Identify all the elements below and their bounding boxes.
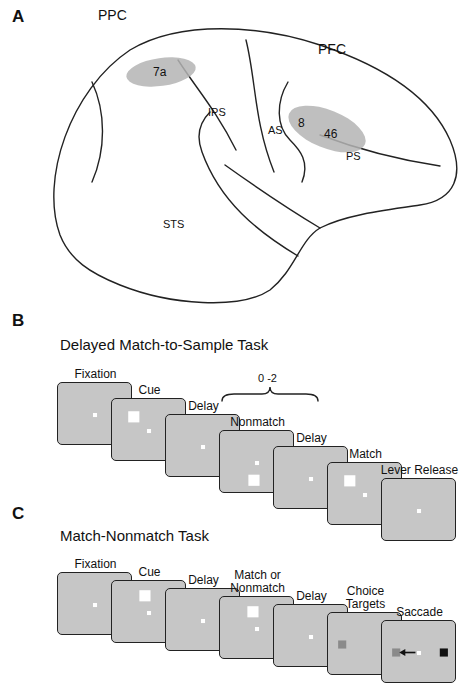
sulcus-name: AS: [268, 124, 283, 136]
screen-label: Delay: [161, 400, 247, 413]
area-label: 8: [298, 117, 305, 129]
region-name: PFC: [318, 42, 346, 57]
area-ellipse: [124, 53, 197, 90]
nonmatch-stimulus: [248, 475, 259, 486]
task-title: Delayed Match-to-Sample Task: [60, 337, 268, 354]
cue-stimulus: [344, 475, 355, 486]
choice-target-black: [440, 648, 448, 656]
superior-temporal-sulcus: [199, 112, 298, 256]
brain-outline: [54, 29, 457, 303]
screen-label: Delay: [269, 432, 355, 445]
task-screen: Lever Release: [381, 478, 456, 541]
screen-label: Fixation: [53, 558, 139, 571]
task-title: Match-Nonmatch Task: [60, 528, 209, 545]
fixation-point: [147, 429, 151, 433]
region-name: PPC: [98, 8, 127, 23]
panel-letter: B: [12, 312, 24, 331]
cue-stimulus: [139, 590, 150, 601]
brain-area: 7a: [126, 58, 196, 86]
sulcus-name: IPS: [208, 106, 226, 118]
cue-stimulus: [128, 411, 139, 422]
repeat-count: 0 -2: [258, 372, 277, 384]
area-label: 46: [324, 128, 337, 140]
fixation-point: [201, 619, 205, 623]
fixation-point: [201, 445, 205, 449]
central-sulcus: [246, 40, 274, 172]
screen-content: [382, 479, 455, 540]
fixation-point: [309, 635, 313, 639]
test-stimulus: [247, 606, 258, 617]
fixation-point: [363, 493, 367, 497]
screen-label: Lever Release: [377, 464, 463, 477]
screen-label: Match: [323, 448, 409, 461]
sulcus-name: PS: [346, 150, 361, 162]
task-screen: Saccade: [381, 620, 456, 683]
sulcus-name: STS: [163, 218, 184, 230]
panel-letter: A: [12, 8, 24, 27]
choice-target-gray: [338, 640, 346, 648]
screen-label: Choice Targets: [338, 585, 394, 611]
brain-area: 8 46: [286, 110, 368, 148]
fixation-point: [309, 477, 313, 481]
fixation-point: [417, 651, 421, 655]
fixation-point: [93, 603, 97, 607]
screen-label: Cue: [107, 384, 193, 397]
screen-label: Nonmatch: [215, 416, 301, 429]
fixation-point: [147, 611, 151, 615]
screen-label: Saccade: [377, 606, 463, 619]
screen-content: [382, 621, 455, 682]
lateral-sulcus: [225, 165, 320, 228]
panel-letter: C: [12, 505, 24, 524]
fixation-point: [417, 509, 421, 513]
screen-label: Delay: [269, 590, 355, 603]
screen-label: Fixation: [53, 368, 139, 381]
choice-target-gray: [392, 648, 400, 656]
lunate-sulcus: [92, 82, 103, 182]
saccade-arrowhead: [399, 649, 405, 656]
fixation-point: [255, 461, 259, 465]
screen-label: Match or Nonmatch: [226, 569, 290, 595]
fixation-point: [255, 627, 259, 631]
area-ellipse: [282, 96, 372, 162]
brace: [222, 387, 318, 401]
area-label: 7a: [153, 66, 166, 78]
fixation-point: [93, 413, 97, 417]
screen-label: Cue: [107, 566, 193, 579]
